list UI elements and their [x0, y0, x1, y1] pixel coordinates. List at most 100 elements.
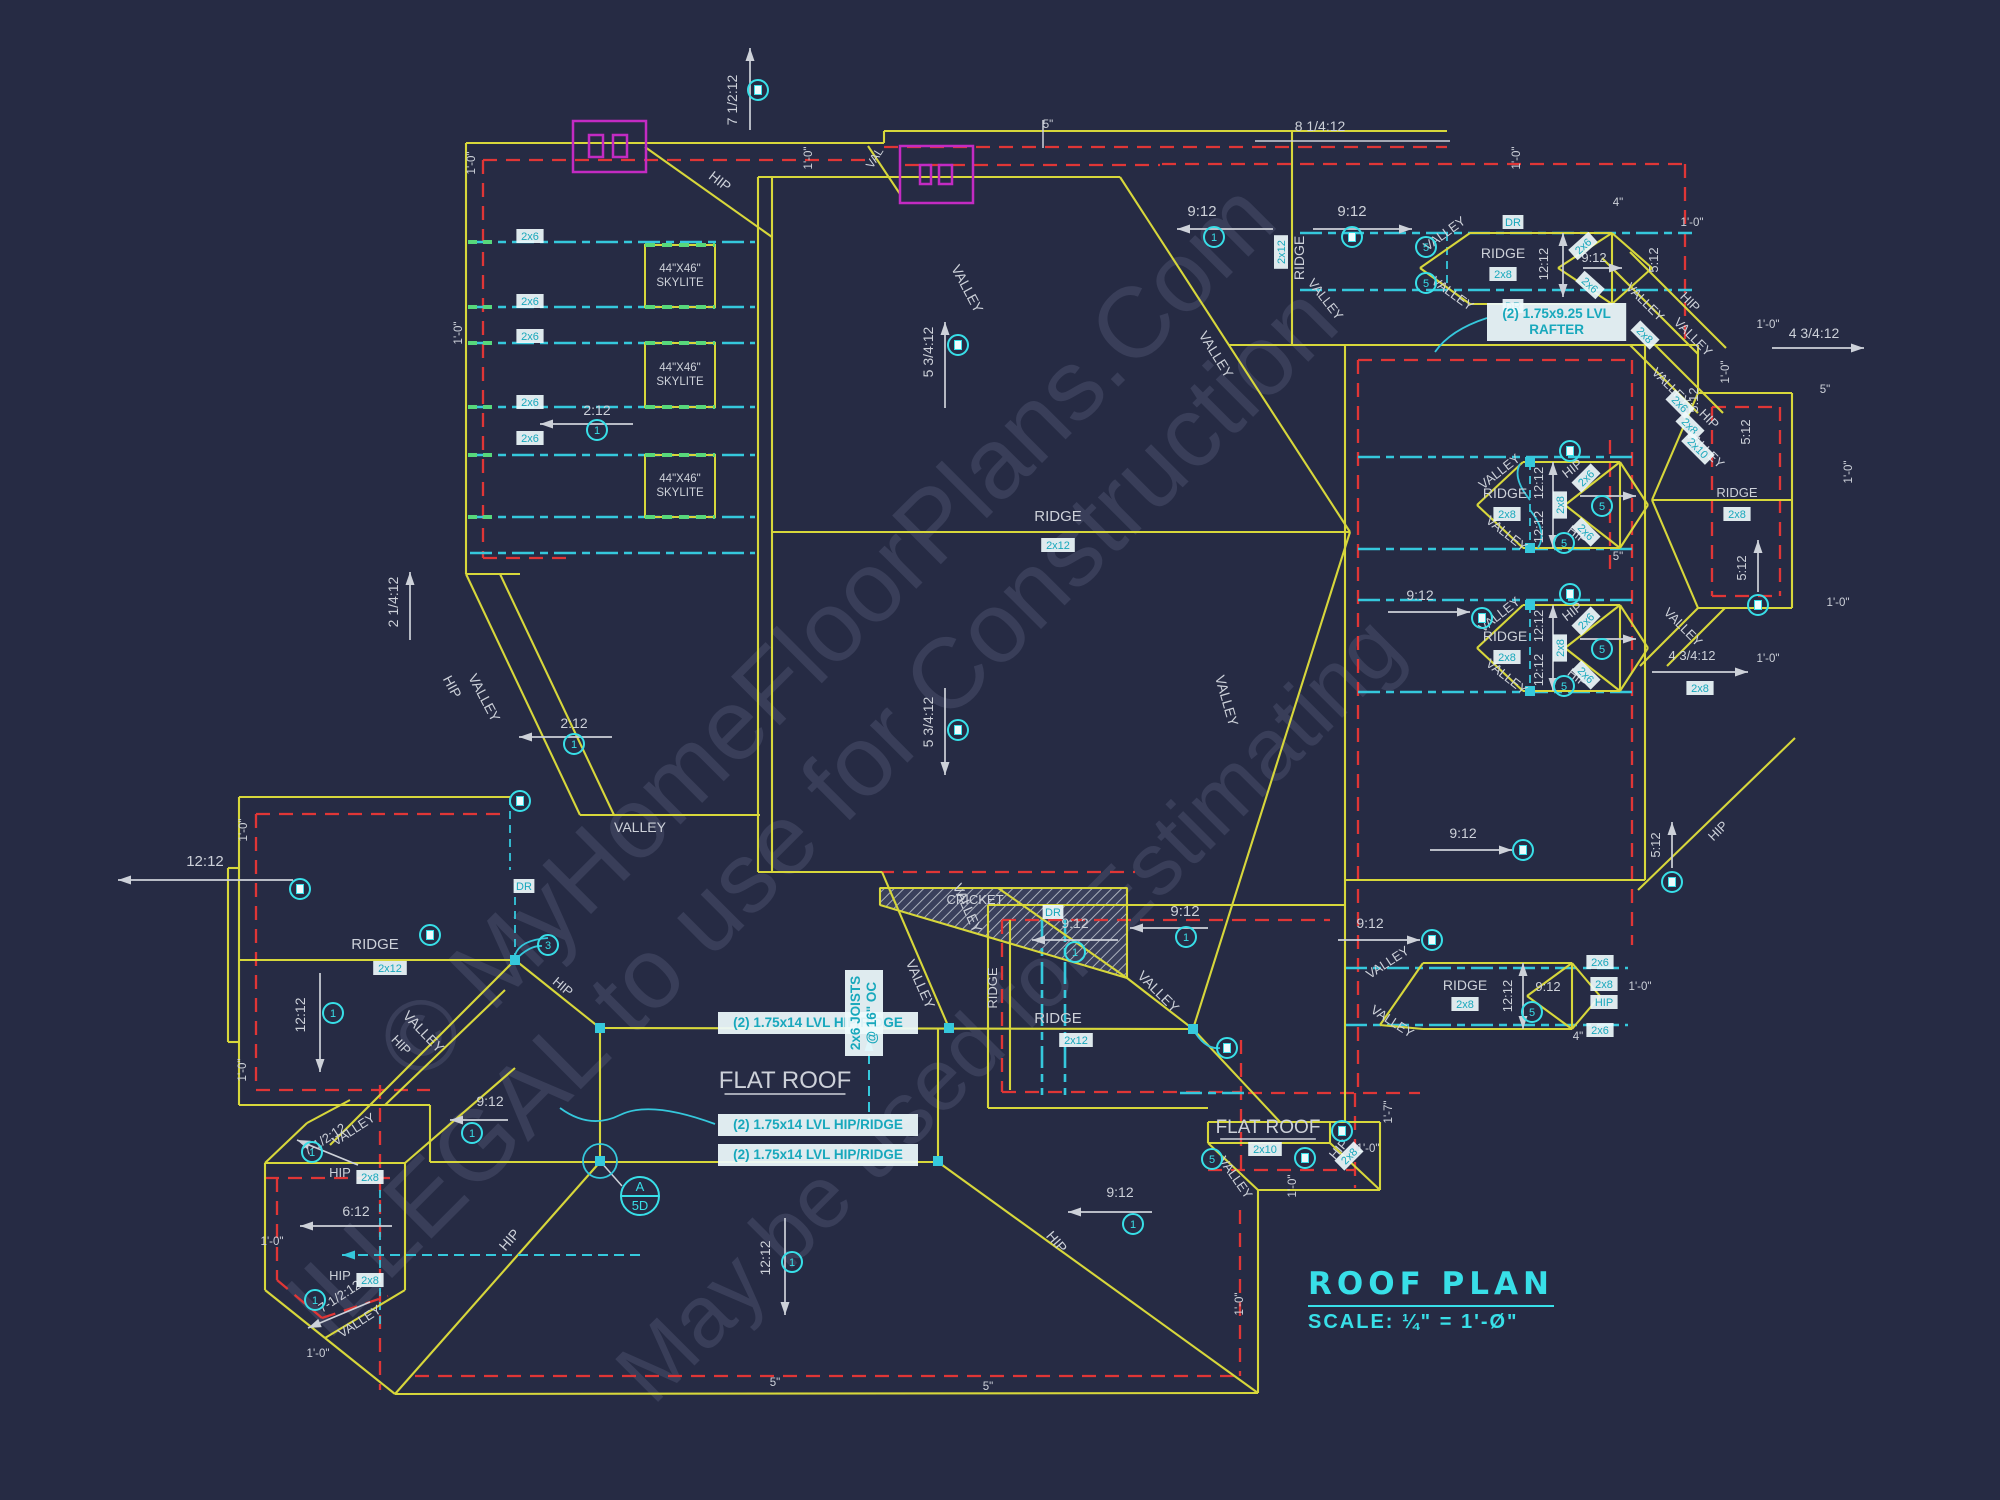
svg-text:DR: DR	[1505, 217, 1521, 229]
svg-text:1: 1	[1130, 1219, 1136, 1231]
svg-text:(2) 1.75x14 LVL HIP/RIDGE: (2) 1.75x14 LVL HIP/RIDGE	[733, 1117, 903, 1132]
svg-text:1'-0": 1'-0"	[1287, 1175, 1299, 1198]
svg-text:9:12: 9:12	[1449, 825, 1476, 841]
svg-text:VALLEY: VALLEY	[614, 819, 667, 835]
svg-text:12:12: 12:12	[292, 997, 308, 1032]
page-title: ROOF PLAN	[1308, 1266, 1554, 1307]
svg-text:VALLEY: VALLEY	[1363, 943, 1412, 982]
svg-text:3: 3	[545, 940, 551, 952]
svg-text:9:12: 9:12	[1337, 203, 1366, 220]
svg-text:RIDGE: RIDGE	[351, 936, 399, 953]
svg-text:12:12: 12:12	[1531, 654, 1546, 687]
svg-text:1'-0": 1'-0"	[1681, 217, 1704, 229]
svg-text:RIDGE: RIDGE	[985, 967, 1000, 1009]
svg-text:VALLEY: VALLEY	[948, 262, 987, 316]
svg-text:9:12: 9:12	[1356, 915, 1383, 931]
svg-text:2x6: 2x6	[1591, 957, 1609, 969]
svg-text:2x8: 2x8	[1498, 509, 1516, 521]
svg-text:2x6: 2x6	[1591, 1025, 1609, 1037]
svg-text:12:12: 12:12	[186, 853, 224, 870]
svg-text:44"X46": 44"X46"	[659, 263, 700, 275]
svg-text:44"X46": 44"X46"	[659, 362, 700, 374]
svg-text:1'-0": 1'-0"	[237, 1059, 249, 1082]
svg-text:5": 5"	[1043, 119, 1053, 131]
svg-text:2x8: 2x8	[1728, 509, 1746, 521]
section-marker: A5D	[620, 1176, 660, 1216]
svg-text:1: 1	[789, 1257, 795, 1269]
svg-text:RIDGE: RIDGE	[1481, 245, 1525, 261]
svg-text:2x12: 2x12	[1064, 1035, 1088, 1047]
svg-text:VALLEY: VALLEY	[1623, 279, 1668, 324]
svg-text:6:12: 6:12	[342, 1203, 369, 1219]
svg-text:VALLEY: VALLEY	[465, 671, 504, 725]
title-block: ROOF PLAN SCALE: ¼" = 1'-Ø"	[1308, 1266, 1554, 1334]
svg-text:RIDGE: RIDGE	[1483, 628, 1527, 644]
svg-text:1'-0": 1'-0"	[307, 1348, 330, 1360]
svg-text:1'-0": 1'-0"	[238, 819, 250, 842]
svg-text:9:12: 9:12	[1581, 250, 1606, 265]
svg-text:DR: DR	[1045, 907, 1061, 919]
svg-text:2x6: 2x6	[521, 231, 539, 243]
svg-text:2x6 JOISTS: 2x6 JOISTS	[848, 976, 863, 1050]
svg-text:1'-0": 1'-0"	[1511, 147, 1523, 170]
svg-text:HIP: HIP	[1043, 1228, 1070, 1256]
svg-text:FLAT ROOF: FLAT ROOF	[1216, 1117, 1321, 1138]
svg-text:2x10: 2x10	[1253, 1144, 1277, 1156]
svg-text:5: 5	[1209, 1154, 1215, 1166]
svg-text:5: 5	[1529, 1007, 1535, 1019]
svg-text:@ 16" OC: @ 16" OC	[864, 982, 879, 1045]
skylite-header-ticks	[468, 240, 496, 519]
svg-text:1: 1	[309, 1147, 315, 1159]
skylights: 44"X46"SKYLITE44"X46"SKYLITE44"X46"SKYLI…	[644, 243, 716, 519]
svg-text:9:12: 9:12	[1406, 587, 1433, 603]
svg-text:1: 1	[1183, 932, 1189, 944]
svg-text:1: 1	[594, 425, 600, 437]
svg-text:1'-0": 1'-0"	[803, 147, 815, 170]
svg-text:12:12: 12:12	[1531, 467, 1546, 500]
svg-text:9:12: 9:12	[1535, 979, 1560, 994]
svg-text:SKYLITE: SKYLITE	[656, 277, 704, 289]
svg-text:1'-0": 1'-0"	[453, 322, 465, 345]
svg-text:2x8: 2x8	[1498, 652, 1516, 664]
svg-text:5:12: 5:12	[1738, 419, 1753, 444]
svg-text:VALLEY: VALLEY	[1135, 967, 1183, 1015]
svg-text:5:12: 5:12	[1734, 555, 1749, 580]
svg-text:5: 5	[1423, 242, 1429, 254]
junction-nodes	[510, 457, 1535, 1179]
svg-text:2x6: 2x6	[521, 296, 539, 308]
scale-label: SCALE: ¼" = 1'-Ø"	[1308, 1311, 1519, 1333]
svg-text:RIDGE: RIDGE	[1483, 485, 1527, 501]
svg-text:2:12: 2:12	[583, 402, 610, 418]
svg-text:8 1/4:12: 8 1/4:12	[1295, 118, 1346, 134]
svg-text:(2) 1.75x9.25 LVL: (2) 1.75x9.25 LVL	[1502, 306, 1611, 321]
svg-text:5": 5"	[983, 1381, 993, 1393]
svg-text:VALLEY: VALLEY	[1671, 314, 1716, 359]
svg-text:RIDGE: RIDGE	[1034, 1010, 1082, 1027]
member-tags: 2x62x62x62x62x62x122x122x122x122x82x62x6…	[356, 215, 1751, 1287]
svg-text:12:12: 12:12	[1500, 980, 1515, 1013]
svg-text:5:12: 5:12	[1648, 832, 1663, 857]
svg-text:5: 5	[1561, 681, 1567, 693]
svg-text:2x12: 2x12	[1046, 540, 1070, 552]
svg-text:HIP: HIP	[1595, 997, 1613, 1009]
svg-text:SKYLITE: SKYLITE	[656, 376, 704, 388]
svg-text:2x8: 2x8	[361, 1275, 379, 1287]
svg-text:44"X46": 44"X46"	[659, 473, 700, 485]
svg-text:1'-0": 1'-0"	[466, 152, 478, 175]
svg-text:2:12: 2:12	[560, 715, 587, 731]
svg-text:2x8: 2x8	[1456, 999, 1474, 1011]
svg-text:2x8: 2x8	[1691, 683, 1709, 695]
svg-text:5": 5"	[1613, 551, 1623, 563]
svg-text:2x12: 2x12	[378, 963, 402, 975]
svg-text:1: 1	[469, 1128, 475, 1140]
svg-text:1: 1	[1211, 232, 1217, 244]
svg-text:1'-0": 1'-0"	[1827, 597, 1850, 609]
svg-text:HIP: HIP	[706, 168, 734, 195]
svg-text:HIP: HIP	[329, 1165, 351, 1180]
svg-text:VALLEY: VALLEY	[1212, 673, 1242, 728]
svg-text:4 3/4:12: 4 3/4:12	[1789, 325, 1840, 341]
svg-text:5": 5"	[770, 1377, 780, 1389]
svg-text:2x8: 2x8	[1595, 979, 1613, 991]
